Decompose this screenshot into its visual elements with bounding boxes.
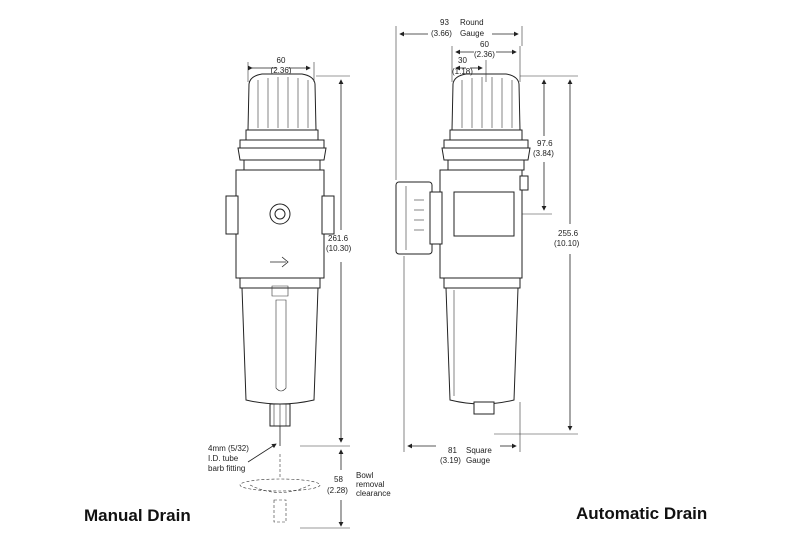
right-filter-regulator [395,73,531,415]
right-width-mm: 60 [480,40,489,49]
left-adjusting-knob [247,73,317,131]
left-width-in: (2.36) [271,66,292,75]
left-bowl [241,287,319,405]
left-dimensions: 60 (2.36) 261.6 (10.30) 58 (2.28) Bowl r… [208,56,391,529]
right-bowl [445,287,519,405]
caption-manual-drain: Manual Drain [84,506,191,525]
left-filter-regulator [225,73,335,523]
round-gauge-in: (3.66) [431,29,452,38]
bowl-note-2: removal [356,480,385,489]
right-dimensions: 93 Round (3.66) Gauge 60 (2.36) 30 (1.18… [395,18,580,465]
bowl-note-3: clearance [356,489,391,498]
square-gauge-mm: 81 [448,446,457,455]
left-height-mm: 261.6 [328,234,349,243]
tube-note-3: barb fitting [208,464,245,473]
square-gauge-label-2: Gauge [466,456,491,465]
left-bowl-mm: 58 [334,475,343,484]
square-gauge [395,181,433,255]
right-top-in: (3.84) [533,149,554,158]
square-gauge-label-1: Square [466,446,492,455]
right-top-mm: 97.6 [537,139,553,148]
right-width-in: (2.36) [474,50,495,59]
caption-automatic-drain: Automatic Drain [576,504,708,523]
left-bowl-in: (2.28) [327,486,348,495]
round-gauge-mm: 93 [440,18,449,27]
tube-note-1: 4mm (5/32) [208,444,249,453]
right-half-in: (1.18) [452,67,473,76]
round-gauge-label-2: Gauge [460,29,485,38]
tube-note-2: I.D. tube [208,454,239,463]
right-height-in: (10.10) [554,239,580,248]
square-gauge-in: (3.19) [440,456,461,465]
left-width-mm: 60 [277,56,286,65]
left-height-in: (10.30) [326,244,352,253]
round-gauge-label-1: Round [460,18,484,27]
right-height-mm: 255.6 [558,229,579,238]
right-half-mm: 30 [458,56,467,65]
bowl-note-1: Bowl [356,471,374,480]
right-adjusting-knob [451,73,521,131]
